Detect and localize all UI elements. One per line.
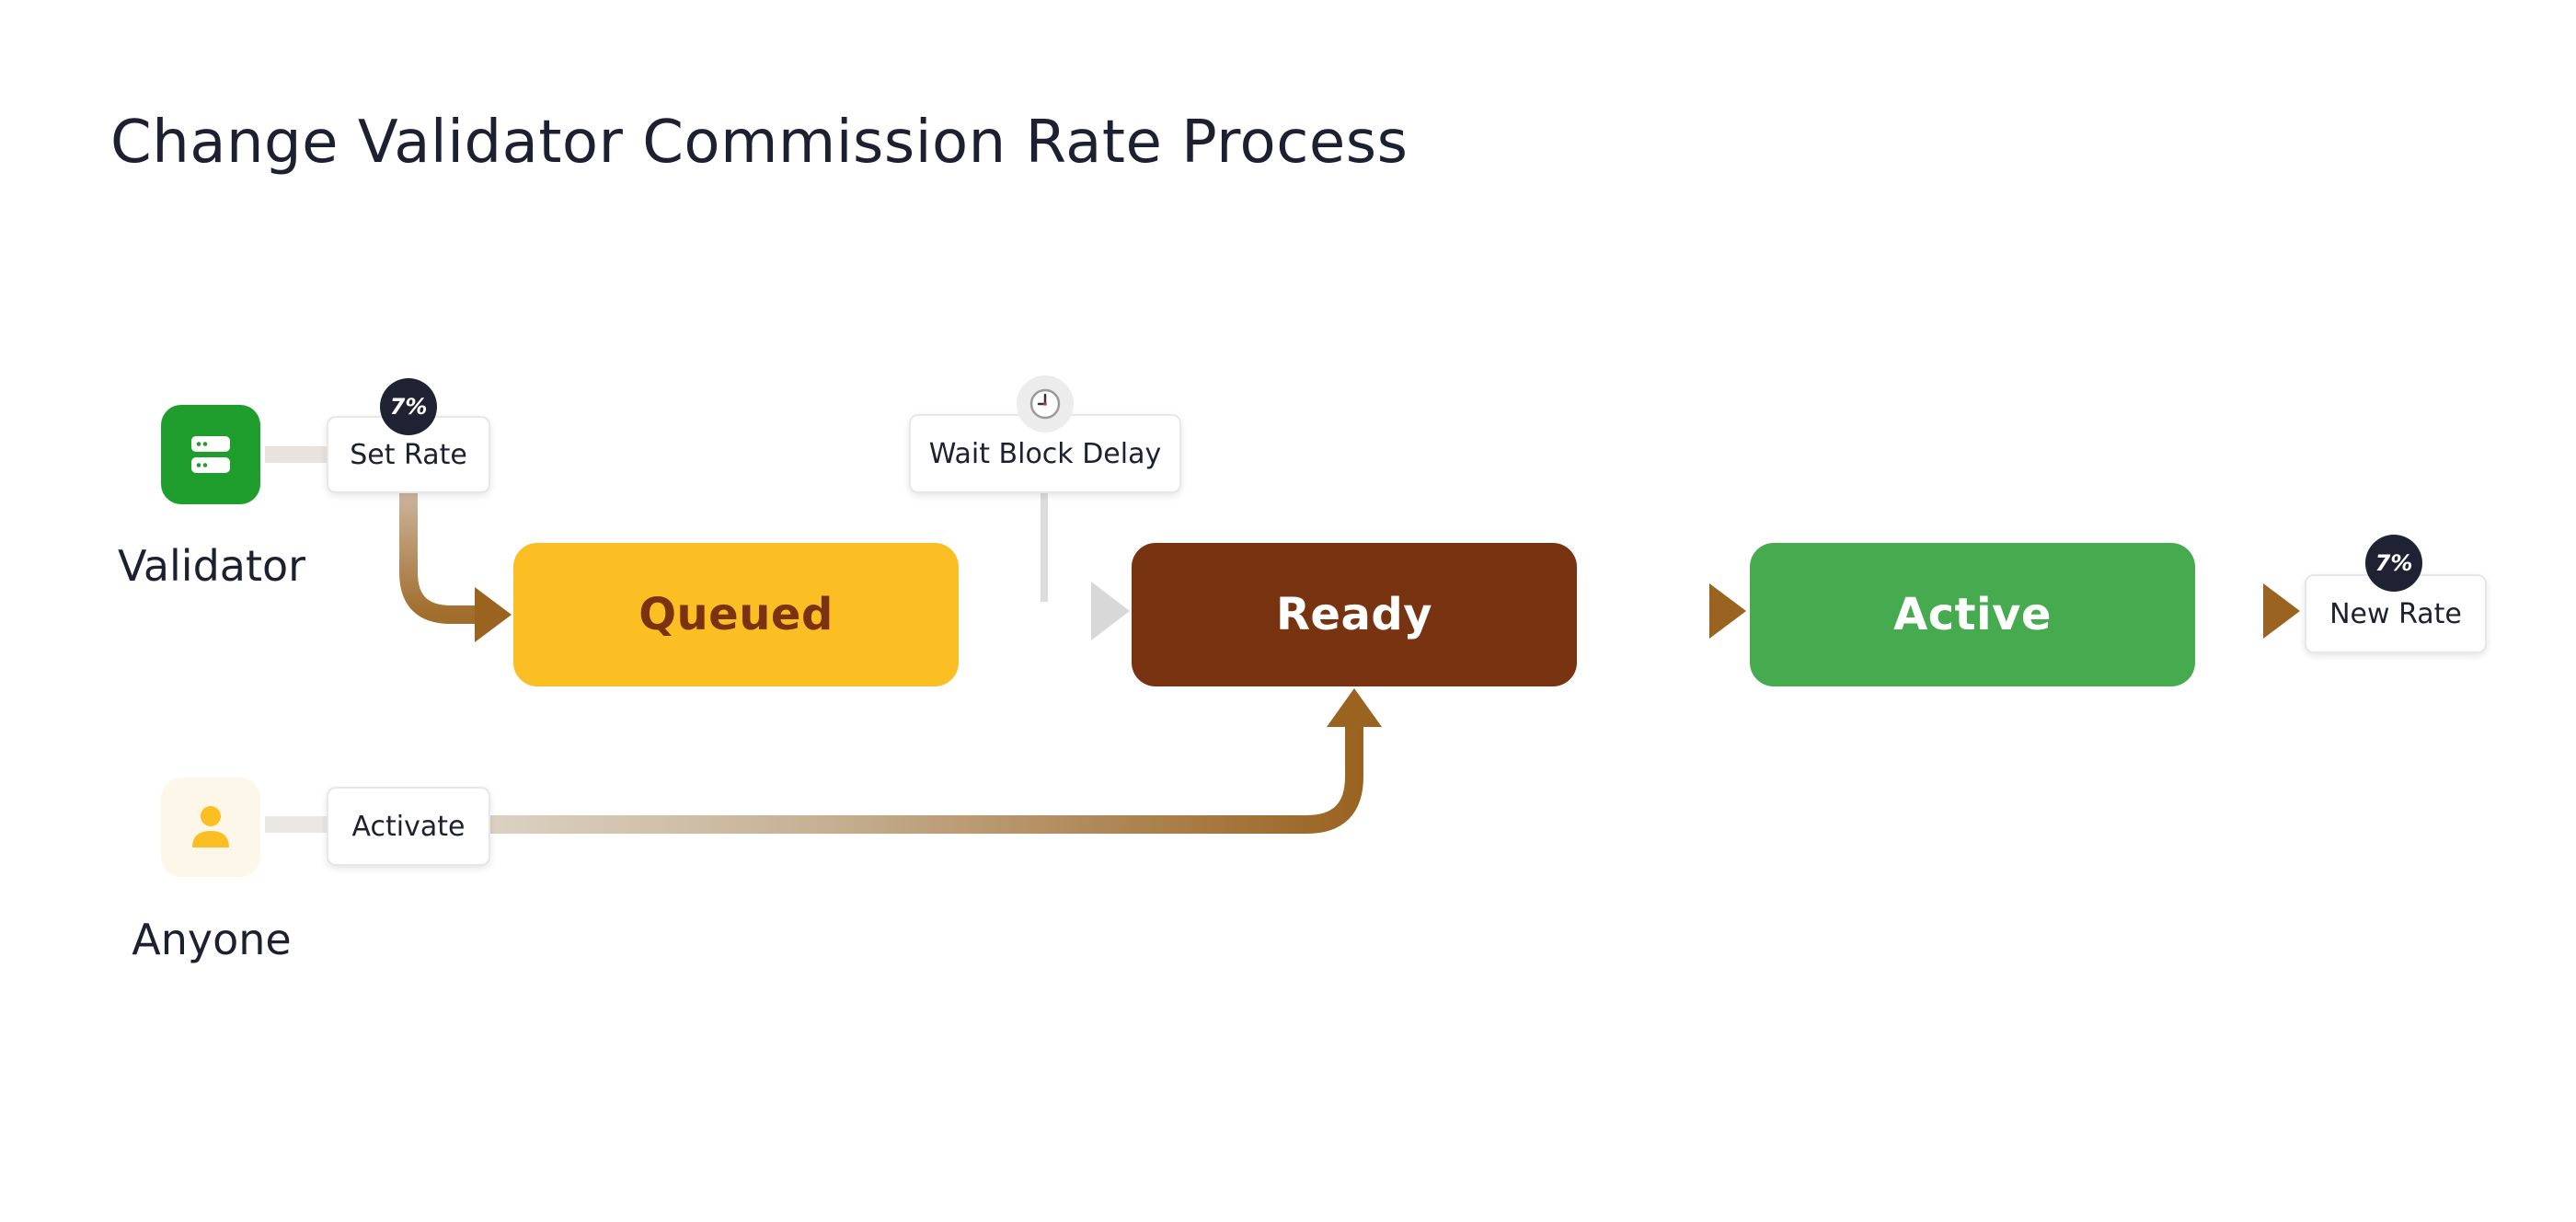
page-title: Change Validator Commission Rate Process <box>110 109 1409 177</box>
activate-arrow <box>488 723 1363 834</box>
clock-icon <box>1029 388 1061 420</box>
state-queued-label: Queued <box>638 589 834 640</box>
anyone-person-icon <box>161 778 260 877</box>
person-icon <box>192 806 229 847</box>
wait-clock-badge <box>1017 375 1074 432</box>
validator-server-icon <box>161 405 260 504</box>
wait-block-delay-chip: Wait Block Delay <box>909 414 1181 493</box>
set-rate-arrowhead <box>475 587 512 642</box>
new-rate-label: New Rate <box>2329 597 2462 630</box>
activate-arrowhead <box>1327 688 1382 727</box>
state-ready: Ready <box>1132 543 1577 686</box>
wait-arrowhead <box>1091 582 1130 640</box>
active-newrate-arrowhead <box>2263 583 2300 639</box>
new-rate-percent-badge: 7% <box>2365 535 2422 592</box>
state-ready-label: Ready <box>1275 589 1433 640</box>
state-queued: Queued <box>513 543 959 686</box>
validator-label: Validator <box>117 541 306 591</box>
state-active: Active <box>1750 543 2195 686</box>
set-rate-label: Set Rate <box>350 438 467 471</box>
wait-block-delay-label: Wait Block Delay <box>928 437 1162 470</box>
set-rate-percent-badge: 7% <box>380 378 437 435</box>
activate-label: Activate <box>351 810 466 843</box>
set-rate-arrow <box>399 490 477 624</box>
ready-active-arrowhead <box>1709 583 1746 639</box>
activate-chip: Activate <box>327 787 490 866</box>
state-active-label: Active <box>1893 589 2052 640</box>
server-icon <box>191 436 230 473</box>
anyone-label: Anyone <box>132 915 292 964</box>
